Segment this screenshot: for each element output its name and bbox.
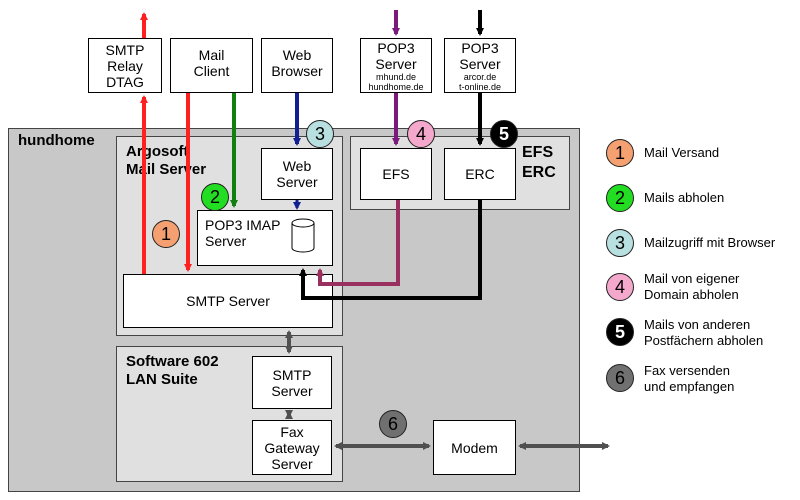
legend-4-circle: 4 <box>606 273 634 301</box>
argosoft-title: Argosoft Mail Server <box>126 143 207 178</box>
software602-title: Software 602 LAN Suite <box>126 353 219 388</box>
pop3-imap-server-box: POP3 IMAP Server <box>197 210 333 266</box>
pop3-mhund-title: POP3 Server <box>375 40 417 72</box>
marker-1-mail-versand: 1 <box>152 220 180 248</box>
smtp-server-argosoft-box: SMTP Server <box>123 274 333 328</box>
legend-6-circle: 6 <box>606 364 634 392</box>
pop3-mhund-box: POP3 Server mhund.de hundhome.de <box>360 38 432 93</box>
marker-2-mails-abholen: 2 <box>201 183 229 211</box>
legend-6-text: Fax versenden und empfangen <box>644 363 735 394</box>
pop3-arcor-title: POP3 Server <box>459 40 501 72</box>
modem-box: Modem <box>433 420 516 475</box>
pop3-mhund-domains: mhund.de hundhome.de <box>368 72 424 92</box>
marker-5-andere-postfaecher: 5 <box>490 120 518 148</box>
erc-box: ERC <box>444 148 516 200</box>
mail-client-box: Mail Client <box>170 38 253 93</box>
legend-4-text: Mail von eigener Domain abholen <box>644 271 740 302</box>
mailbox-database-icon <box>291 218 315 253</box>
pop3-arcor-box: POP3 Server arcor.de t-online.de <box>444 38 516 93</box>
smtp-relay-box: SMTP Relay DTAG <box>88 38 162 93</box>
efs-erc-title: EFS ERC <box>522 144 556 181</box>
fax-gateway-server-box: Fax Gateway Server <box>252 420 332 475</box>
marker-3-mailzugriff-browser: 3 <box>306 120 334 148</box>
maroon-arrow-efs-to-mailbox <box>316 200 400 286</box>
smtp-server-602-box: SMTP Server <box>252 356 332 409</box>
legend-1-circle: 1 <box>606 139 634 167</box>
legend-2-circle: 2 <box>606 184 634 212</box>
legend-5-text: Mails von anderen Postfächern abholen <box>644 317 764 348</box>
efs-box: EFS <box>360 148 432 200</box>
pop3-arcor-domains: arcor.de t-online.de <box>458 72 502 92</box>
web-server-box: Web Server <box>261 148 333 200</box>
legend-2-text: Mails abholen <box>644 190 725 205</box>
web-browser-box: Web Browser <box>261 38 333 93</box>
legend-5-circle: 5 <box>606 318 634 346</box>
black-arrow-erc-to-mailbox <box>299 200 482 300</box>
marker-4-eigene-domain: 4 <box>407 120 435 148</box>
hundhome-title: hundhome <box>18 132 95 149</box>
legend-3-circle: 3 <box>606 229 634 257</box>
legend-1-text: Mail Versand <box>644 145 720 160</box>
marker-6-fax: 6 <box>379 410 407 438</box>
pop3-imap-server-label: POP3 IMAP Server <box>205 217 281 249</box>
legend-3-text: Mailzugriff mit Browser <box>644 235 776 250</box>
